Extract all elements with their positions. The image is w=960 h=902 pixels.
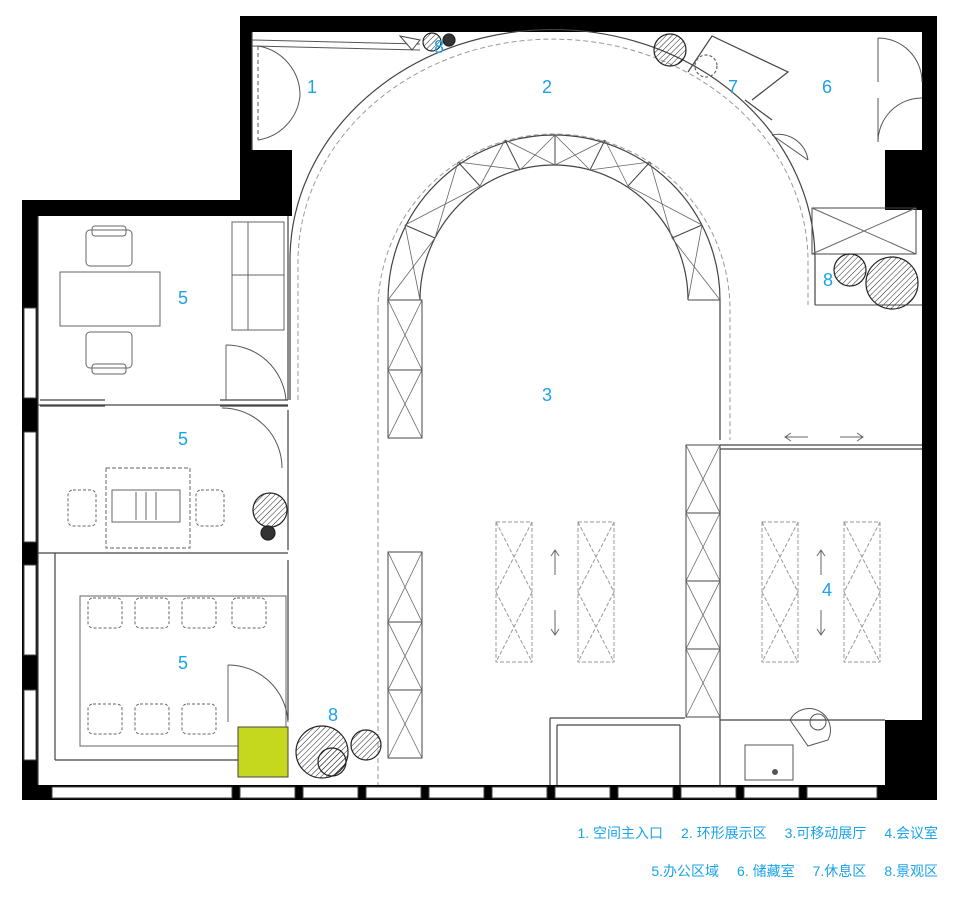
ring-exhibition — [289, 28, 922, 785]
zone-number: 3 — [542, 385, 552, 405]
lounge-room — [687, 35, 790, 121]
zone-number: 5 — [178, 429, 188, 449]
zone-number: 6 — [822, 77, 832, 97]
zone-number: 4 — [822, 580, 832, 600]
entrance-door — [251, 39, 421, 141]
planters — [252, 32, 919, 779]
storage-doors — [771, 37, 923, 161]
zone-number: 5 — [178, 288, 188, 308]
display-wall-panels — [387, 299, 721, 759]
legend-item: 7.休息区 — [812, 863, 867, 879]
zone-number: 8 — [328, 705, 338, 725]
legend-item: 4.会议室 — [884, 825, 938, 841]
legend-row: 5.办公区域 6. 储藏室 7.休息区 8.景观区 — [651, 861, 938, 881]
office-furniture — [59, 221, 289, 747]
zone-number: 7 — [728, 77, 738, 97]
zone-number: 8 — [823, 270, 833, 290]
windows — [23, 307, 878, 799]
zone-number: 8 — [434, 37, 444, 57]
outer-walls — [22, 16, 937, 800]
zone-number: 5 — [178, 653, 188, 673]
display-wall-panel-crosses — [387, 299, 721, 759]
legend-item: 6. 储藏室 — [737, 863, 795, 879]
legend-item: 2. 环形展示区 — [681, 825, 767, 841]
legend-item: 8.景观区 — [884, 863, 938, 879]
highlight-block — [237, 726, 289, 778]
legend-item: 5.办公区域 — [651, 863, 720, 879]
zone-number: 1 — [307, 77, 317, 97]
zone-number: 2 — [542, 77, 552, 97]
legend-item: 1. 空间主入口 — [577, 825, 664, 841]
legend-item: 3.可移动展厅 — [784, 825, 867, 841]
legend-row: 1. 空间主入口 2. 环形展示区 3.可移动展厅 4.会议室 — [577, 823, 938, 843]
storage-cabinet — [811, 207, 917, 255]
reception — [744, 708, 831, 781]
move-arrows — [550, 432, 864, 636]
interior-partitions — [37, 32, 922, 785]
zone-1-corner-boxes — [398, 35, 421, 51]
movable-display-units — [495, 521, 881, 663]
zone-labels: 1 2 3 4 5 5 5 6 7 8 8 8 — [178, 37, 833, 725]
